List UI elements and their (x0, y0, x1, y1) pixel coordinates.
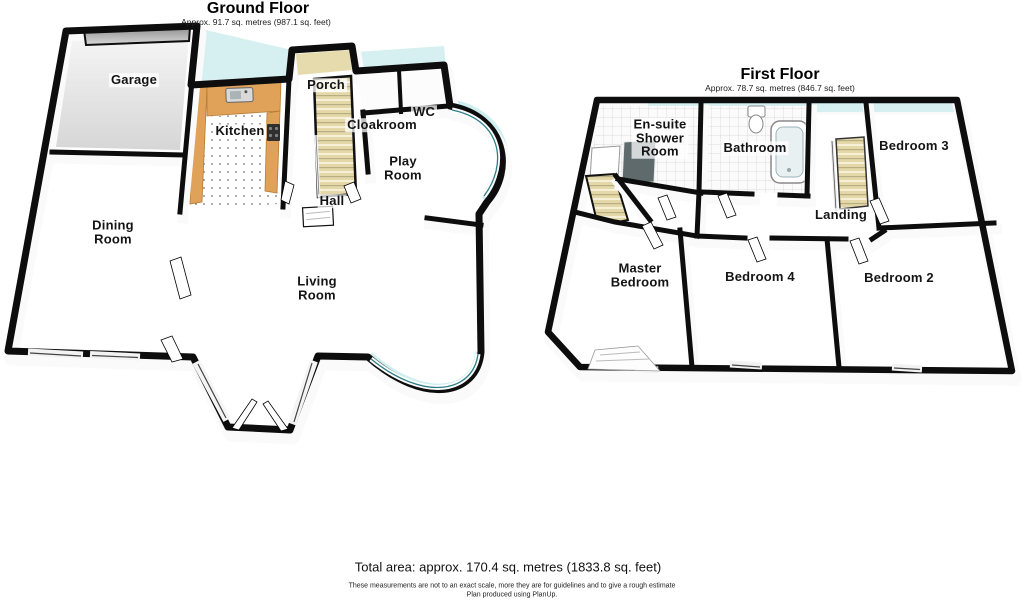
hob-icon (267, 124, 280, 141)
room-label-master-bedroom: Master Bedroom (608, 260, 672, 289)
kitchen-door (280, 180, 295, 205)
room-label-hall: Hall (317, 193, 347, 209)
room-label-bedroom2: Bedroom 2 (862, 270, 936, 286)
master-rug (587, 345, 661, 372)
wall-ensuite-bathroom (696, 101, 704, 195)
wall-garage-dining (49, 149, 185, 158)
disclaimer-text: These measurements are not to an exact s… (348, 582, 676, 590)
dining-living-door (169, 256, 192, 300)
hall-playroom-door (343, 181, 362, 204)
room-label-ensuite: En-suite Shower Room (631, 116, 689, 159)
kitchen-counter-right (264, 110, 281, 194)
wall-cloakroom-wc (396, 67, 404, 115)
ground-floor-title: Ground Floor (206, 0, 310, 17)
bathtub-icon (770, 120, 809, 184)
wall-bathroom-landing (804, 101, 812, 199)
bedroom3-door (869, 197, 890, 225)
ground-floor-plan (8, 26, 505, 438)
master-door (641, 221, 664, 250)
ground-floor-subtitle: Approx. 91.7 sq. metres (987.1 sq. feet) (181, 17, 331, 27)
ensuite-door (657, 194, 677, 221)
room-label-kitchen: Kitchen (213, 123, 267, 139)
first-floor-title: First Floor (740, 66, 820, 83)
total-area-text: Total area: approx. 170.4 sq. metres (18… (354, 559, 662, 575)
bedroom2-door (849, 237, 869, 265)
porch-floor (296, 50, 352, 75)
room-label-garage: Garage (108, 72, 160, 88)
room-label-wc: WC (410, 104, 438, 120)
wall-bedroom3-bedroom2 (876, 220, 997, 231)
landing-stairs (830, 136, 869, 212)
windows-ground (27, 107, 500, 426)
room-label-cloakroom: Cloakroom (345, 117, 419, 133)
room-label-bedroom3: Bedroom 3 (877, 138, 951, 154)
sink-icon (225, 87, 254, 103)
wall-bedroom4-bedroom2 (824, 236, 842, 370)
first-floor-subtitle: Approx. 78.7 sq. metres (846.7 sq. feet) (705, 83, 855, 93)
wall-playroom-living (424, 215, 484, 228)
toilet-icon (747, 105, 766, 134)
bedroom4-door (747, 236, 767, 263)
room-label-living-room: Living Room (295, 273, 339, 302)
room-label-landing: Landing (813, 207, 869, 223)
wall-ensuite-bottom (615, 176, 704, 196)
bay-door-left (231, 398, 258, 431)
hall-stairs (312, 74, 358, 199)
wall-master-bedroom4 (677, 227, 695, 370)
glazing-over-kitchen (193, 28, 292, 84)
first-floor-plan (548, 100, 1015, 379)
room-label-play-room: Play Room (382, 153, 424, 182)
living-door (160, 335, 184, 363)
hall-cupboard (301, 205, 335, 228)
wall-master-top (571, 208, 700, 239)
bay-door-right (262, 400, 289, 432)
bathroom-door (717, 192, 737, 219)
room-label-porch: Porch (305, 77, 347, 93)
wall-stairwell-diagonal (612, 172, 654, 224)
room-label-dining-room: Dining Room (90, 217, 136, 246)
garage-floor (56, 36, 189, 150)
room-label-bathroom: Bathroom (721, 140, 789, 156)
produced-by-text: Plan produced using PlanUp. (466, 591, 558, 599)
wall-hall-stub (694, 189, 702, 239)
cloakroom-floor (357, 67, 449, 114)
room-label-bedroom4: Bedroom 4 (723, 269, 797, 285)
wall-landing-bottom (694, 227, 888, 243)
